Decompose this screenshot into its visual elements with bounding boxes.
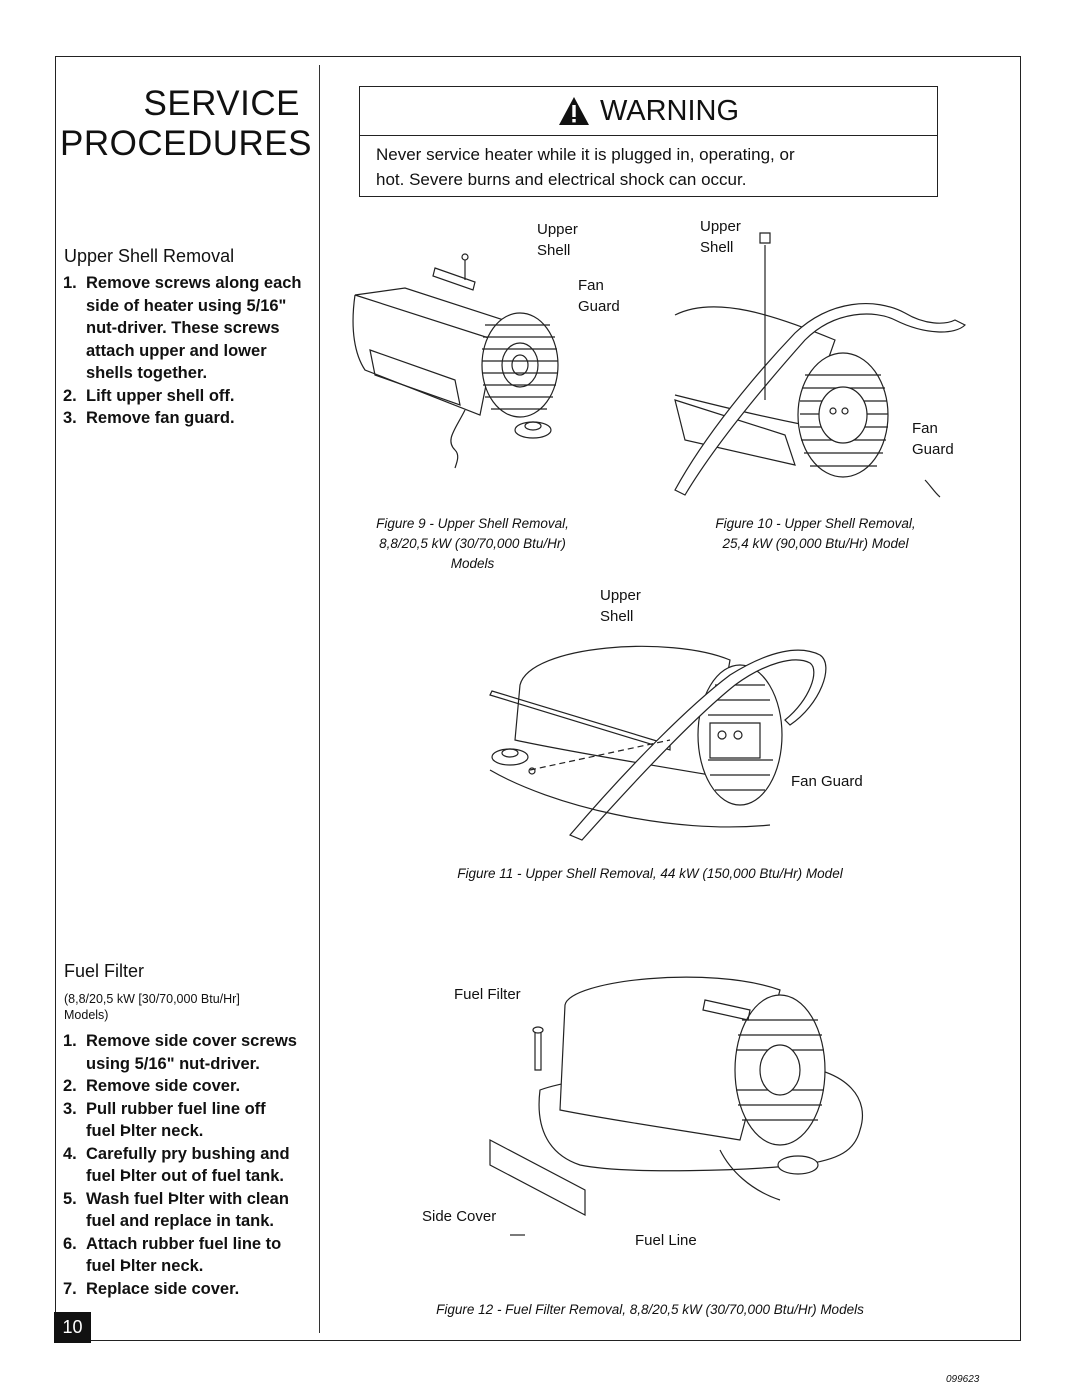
step-number: 1. (63, 1032, 77, 1050)
fig12-filter-label: Fuel Filter (454, 986, 521, 1003)
step-number: 4. (63, 1144, 77, 1163)
warning-triangle-icon (558, 97, 589, 125)
fig12-side-cover-label: Side Cover (422, 1208, 497, 1225)
fig11-fan-label: Fan Guard (791, 773, 863, 790)
warning-box: WARNING Never service heater while it is… (359, 86, 938, 197)
step-item: 3. Remove fan guard. (63, 407, 302, 430)
step-text: Remove fan guard. (86, 409, 235, 427)
document-id: 099623 (946, 1374, 980, 1385)
step-number: 1. (63, 274, 77, 292)
step-number: 6. (63, 1234, 77, 1253)
figure-12-caption: Figure 12 - Fuel Filter Removal, 8,8/20,… (436, 1302, 864, 1317)
upper-shell-heading: Upper Shell Removal (64, 246, 235, 266)
step-number: 2. (63, 386, 77, 405)
warning-heading: WARNING (599, 94, 740, 127)
figure-9-heater-drawing (345, 240, 585, 470)
figure-11-caption: Figure 11 - Upper Shell Removal, 44 kW (… (457, 866, 843, 881)
step-text: Remove side cover. (86, 1077, 241, 1095)
fuel-filter-models-note: (8,8/20,5 kW [30/70,000 Btu/Hr] Models) (64, 992, 240, 1022)
step-text: Lift upper shell off. (86, 386, 235, 405)
page-border (55, 56, 1021, 1341)
step-number: 3. (63, 409, 77, 427)
step-item: 2. Remove side cover. (63, 1075, 297, 1098)
step-text: Replace side cover. (86, 1279, 240, 1298)
column-divider (319, 65, 320, 1333)
step-number: 5. (63, 1189, 77, 1208)
figure-11-heater-drawing (470, 625, 870, 845)
warning-header: WARNING (360, 87, 937, 136)
step-item: 2. Lift upper shell off. (63, 385, 302, 408)
fuel-filter-heading: Fuel Filter (64, 961, 145, 981)
page-title: SERVICE PROCEDURES (60, 84, 312, 163)
figure-10-heater-drawing (655, 225, 955, 505)
figure-10-caption: Figure 10 - Upper Shell Removal, 25,4 kW… (715, 516, 916, 551)
page-number: 10 (54, 1312, 91, 1343)
figure-12-heater-drawing (480, 960, 880, 1250)
step-item: 7. Replace side cover. (63, 1278, 297, 1301)
fig12-fuel-line-label: Fuel Line (635, 1232, 697, 1249)
step-number: 7. (63, 1279, 77, 1298)
warning-text: Never service heater while it is plugged… (376, 145, 795, 189)
step-number: 2. (63, 1077, 77, 1095)
step-number: 3. (63, 1099, 77, 1118)
figure-9-caption: Figure 9 - Upper Shell Removal, 8,8/20,5… (376, 516, 569, 571)
